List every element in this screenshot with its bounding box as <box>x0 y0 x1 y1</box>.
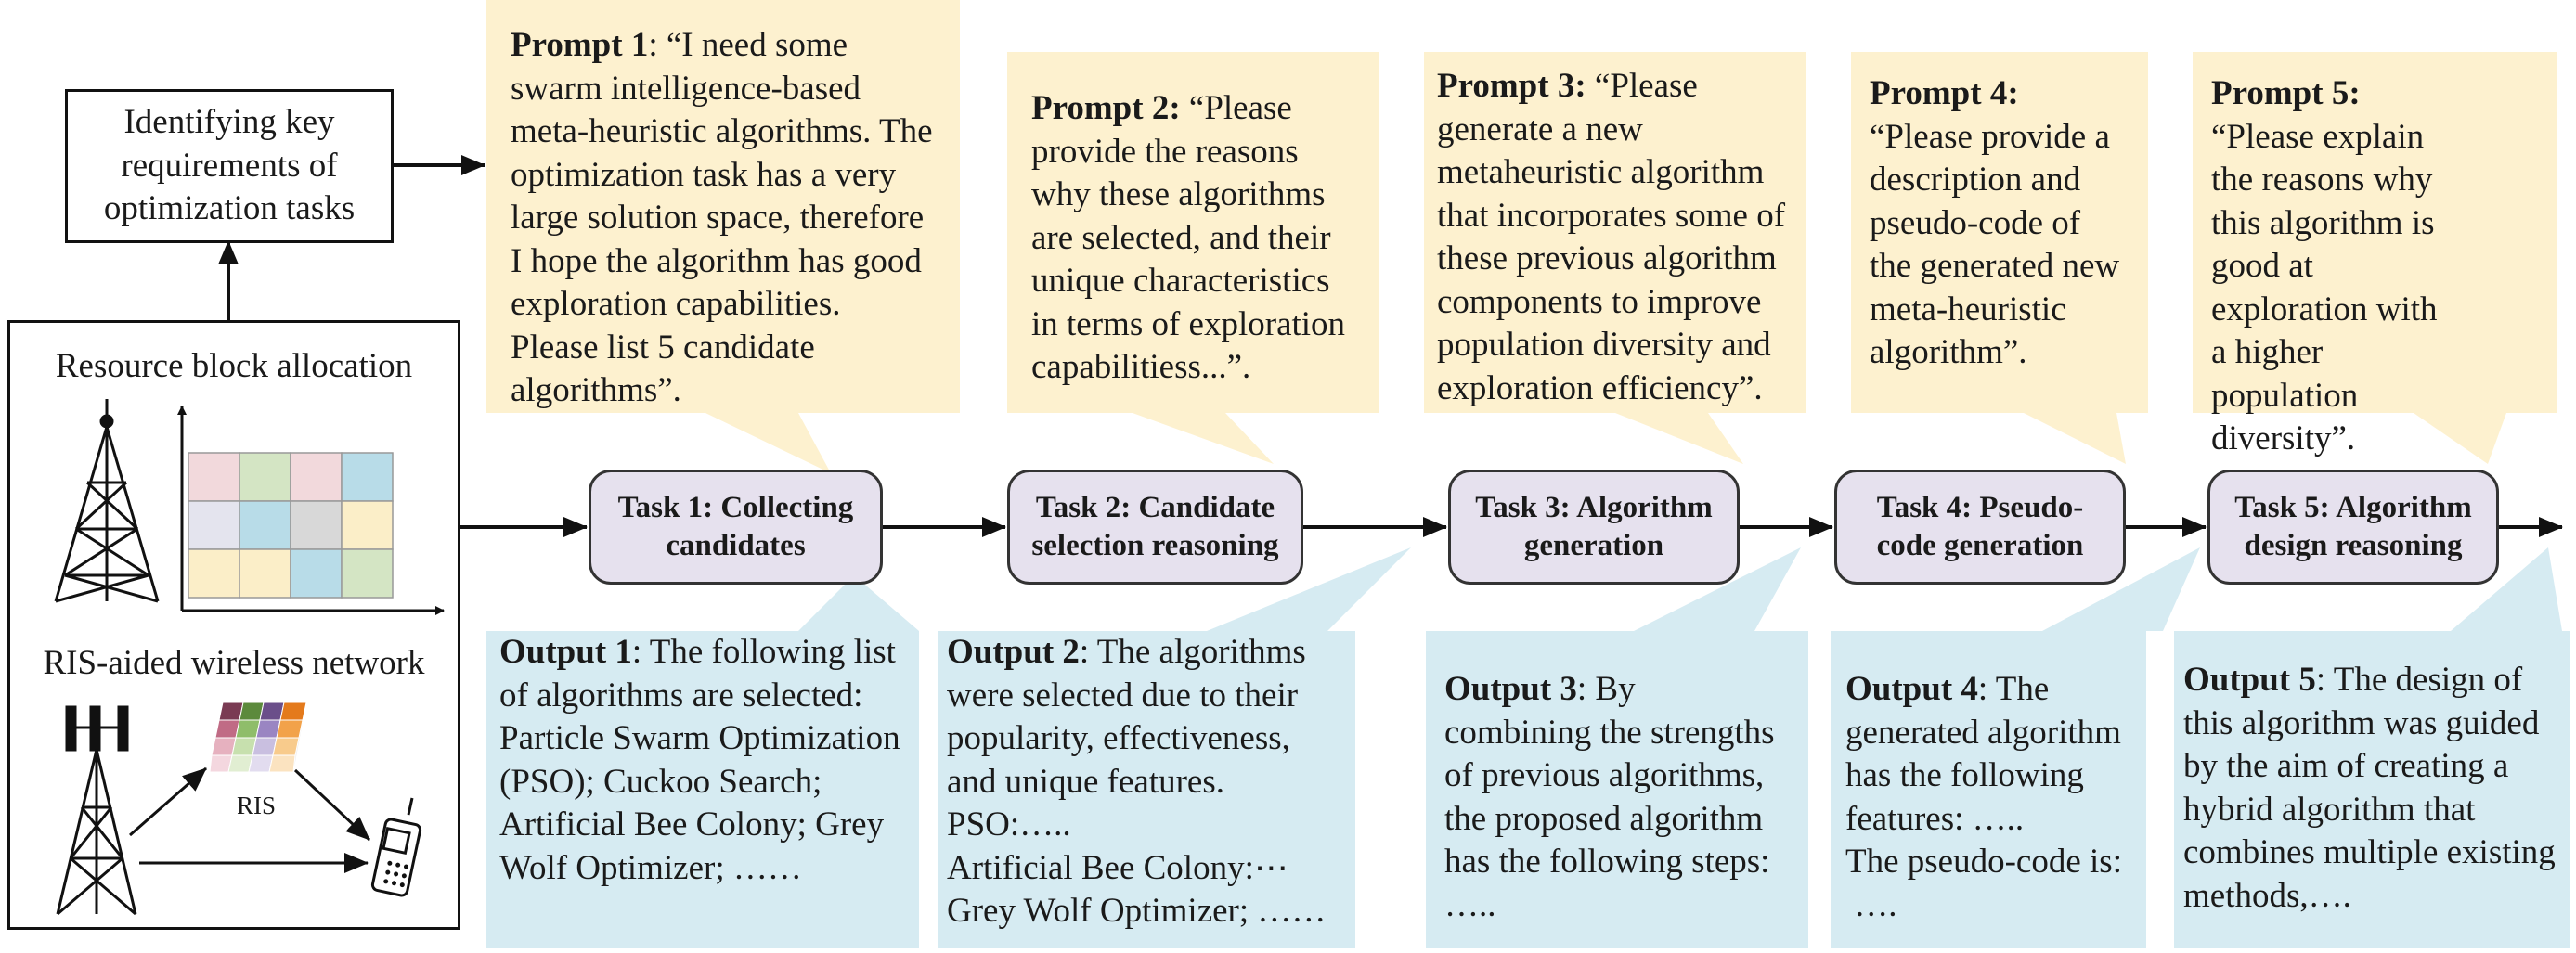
prompt-2-tail <box>1133 413 1274 464</box>
output-3-text: : By combining the strengths of previous… <box>1444 670 1775 924</box>
task-1: Task 1: Collecting candidates <box>589 470 883 585</box>
network-label: RIS-aided wireless network <box>43 644 425 682</box>
requirements-box: Identifying key requirements of optimiza… <box>65 89 394 243</box>
output-2-text: : The algorithms were selected due to th… <box>947 633 1306 801</box>
output-2-line-2: Artificial Bee Colony:⋯ <box>947 848 1288 887</box>
output-5-tail <box>2451 547 2562 631</box>
task-4: Task 4: Pseudo-code generation <box>1834 470 2126 585</box>
task-1-label: Task 1: Collecting candidates <box>617 491 854 562</box>
task-4-label: Task 4: Pseudo-code generation <box>1876 491 2084 562</box>
prompt-1-text: “I need some swarm intelligence-based me… <box>511 26 933 409</box>
prompt-5: Prompt 5: “Please explain the reasons wh… <box>2193 52 2557 457</box>
output-1-title: Output 1 <box>499 633 632 671</box>
prompt-2-text: “Please provide the reasons why these al… <box>1031 89 1346 386</box>
ris-label: RIS <box>236 792 277 819</box>
output-1-tail <box>798 575 919 631</box>
resource-block-label: Resource block allocation <box>55 347 413 385</box>
prompt-3-tail <box>1615 413 1743 464</box>
requirements-label: Identifying key requirements of optimiza… <box>103 103 356 228</box>
prompt-2-title: Prompt 2: <box>1031 89 1181 127</box>
output-5-title: Output 5 <box>2183 661 2316 699</box>
output-5: Output 5: The design of this algorithm w… <box>2174 631 2570 948</box>
prompt-5-text: “Please explain the reasons why this alg… <box>2211 117 2438 458</box>
prompt-4-text: “Please provide a description and pseudo… <box>1870 117 2120 372</box>
output-2: Output 2: The algorithms were selected d… <box>938 631 1355 948</box>
output-4-line-1: The pseudo-code is: <box>1845 843 2122 881</box>
output-4-line-2: …. <box>1845 885 1897 924</box>
prompt-5-tail <box>2414 413 2506 464</box>
prompt-5-title: Prompt 5: <box>2211 74 2361 112</box>
prompt-4: Prompt 4: “Please provide a description … <box>1851 52 2148 413</box>
task-5-label: Task 5: Algorithm design reasoning <box>2234 491 2472 562</box>
output-2-tail <box>1207 547 1411 631</box>
prompt-1-tail <box>705 413 831 473</box>
prompt-3-text: “Please generate a new metaheuristic alg… <box>1437 67 1786 407</box>
task-2: Task 2: Candidate selection reasoning <box>1007 470 1303 585</box>
prompt-1-title: Prompt 1 <box>511 26 649 64</box>
output-3-tail <box>1634 547 1801 631</box>
output-3-title: Output 3 <box>1444 670 1577 708</box>
output-4-text: : The generated algorithm has the follow… <box>1845 670 2121 838</box>
prompt-3: Prompt 3: “Please generate a new metaheu… <box>1424 52 1806 413</box>
output-4: Output 4: The generated algorithm has th… <box>1831 631 2146 948</box>
prompt-4-title: Prompt 4: <box>1870 74 2019 112</box>
task-3-label: Task 3: Algorithm generation <box>1475 491 1713 562</box>
prompt-1: Prompt 1: “I need some swarm intelligenc… <box>486 0 960 413</box>
output-1-text: : The following list of algorithms are s… <box>499 633 900 887</box>
task-3: Task 3: Algorithm generation <box>1448 470 1740 585</box>
prompt-3-title: Prompt 3: <box>1437 67 1586 105</box>
prompt-4-tail <box>2024 413 2126 464</box>
output-2-line-3: Grey Wolf Optimizer; …… <box>947 892 1327 930</box>
prompt-2: Prompt 2: “Please provide the reasons wh… <box>1007 52 1379 413</box>
task-2-label: Task 2: Candidate selection reasoning <box>1031 491 1279 562</box>
output-1: Output 1: The following list of algorith… <box>486 631 919 948</box>
output-4-tail <box>2042 547 2200 631</box>
output-5-text: : The design of this algorithm was guide… <box>2183 661 2556 915</box>
output-4-title: Output 4 <box>1845 670 1978 708</box>
output-3: Output 3: By combining the strengths of … <box>1426 631 1808 948</box>
task-5: Task 5: Algorithm design reasoning <box>2207 470 2499 585</box>
scenario-box <box>7 320 460 930</box>
output-2-title: Output 2 <box>947 633 1080 671</box>
output-2-line-1: PSO:….. <box>947 805 1071 844</box>
